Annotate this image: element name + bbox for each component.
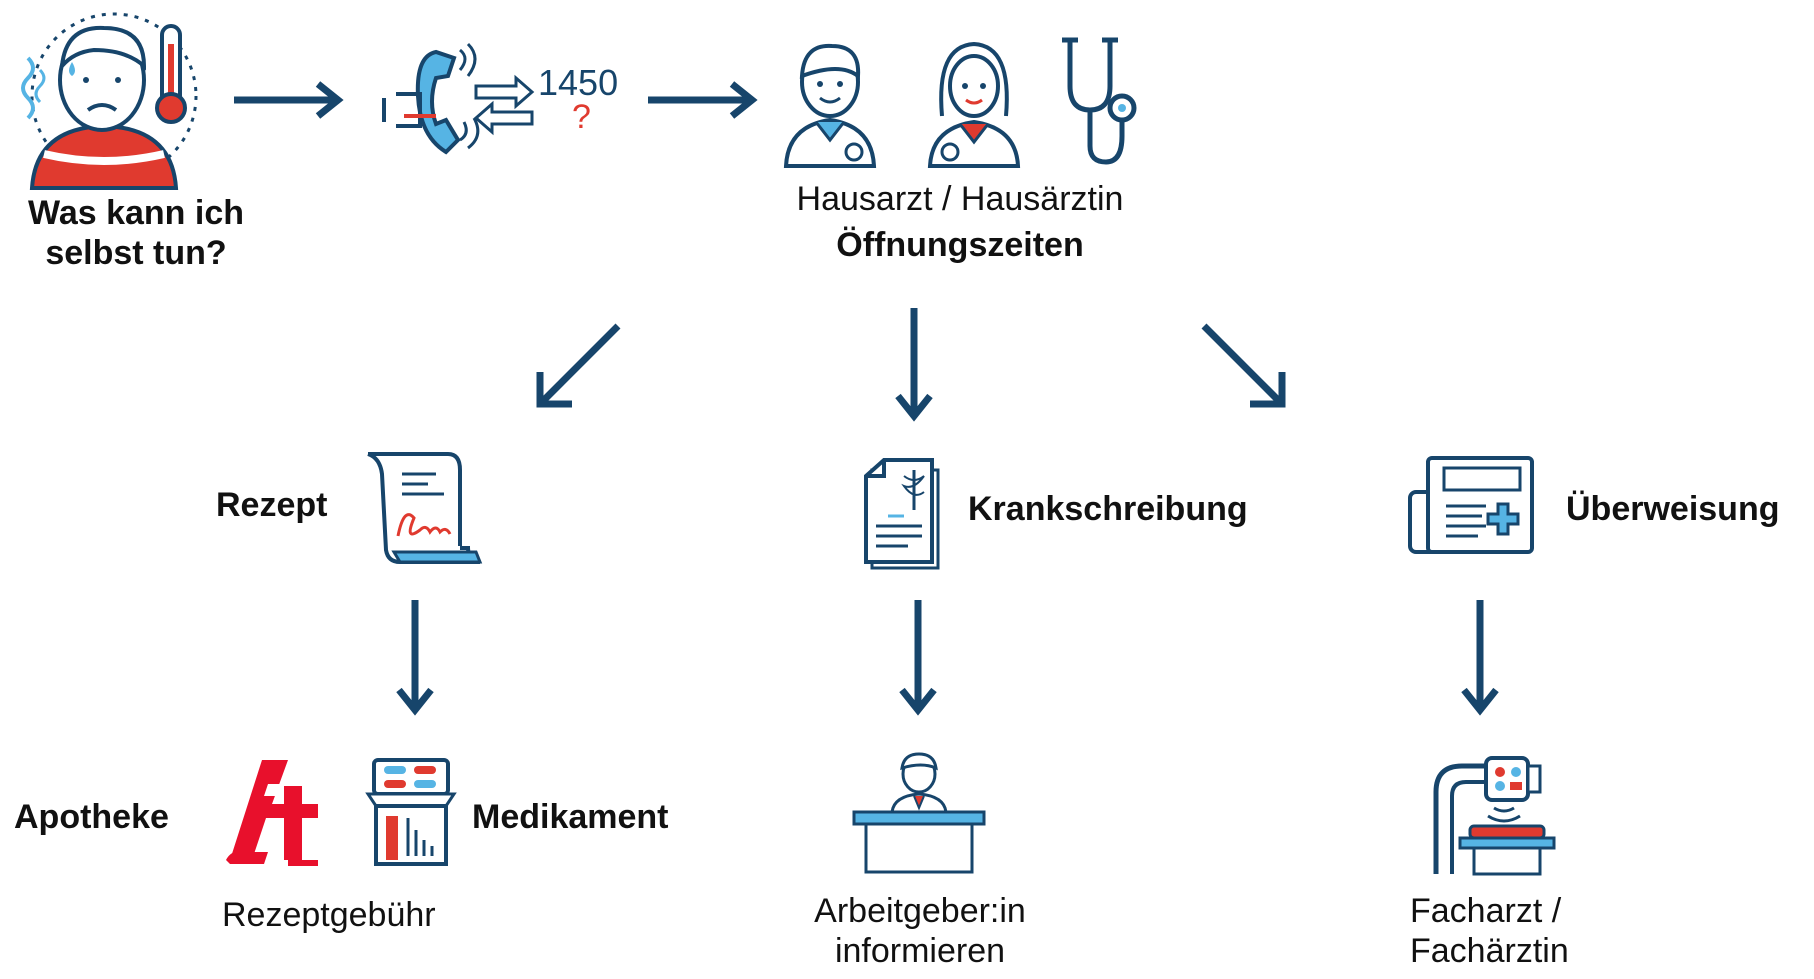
sick-note-label: Krankschreibung bbox=[968, 490, 1248, 528]
gp-opening-hours: Öffnungszeiten bbox=[836, 226, 1084, 264]
medical-certificate-icon bbox=[858, 456, 958, 574]
medical-scanner-icon bbox=[1430, 752, 1556, 878]
inform-employer-label: Arbeitgeber:in informieren bbox=[814, 892, 1026, 970]
stethoscope-icon bbox=[1060, 36, 1140, 168]
medicine-box-icon bbox=[364, 756, 458, 868]
pharmacy-label: Apotheke bbox=[14, 798, 169, 836]
prescription-scroll-icon bbox=[364, 450, 484, 568]
arrow-down-left bbox=[536, 323, 621, 408]
gp-label: Hausarzt / Hausärztin bbox=[796, 180, 1124, 218]
specialist-label: Facharzt / Fachärztin bbox=[1410, 892, 1569, 970]
medication-label: Medikament bbox=[472, 798, 669, 836]
sick-person-thermometer-icon bbox=[14, 8, 214, 190]
phone-call-icon bbox=[376, 36, 536, 166]
prescription-fee-label: Rezeptgebühr bbox=[222, 896, 436, 934]
referral-label: Überweisung bbox=[1566, 490, 1780, 528]
arrow-down-right bbox=[1201, 323, 1286, 408]
arrow-right-2 bbox=[648, 81, 758, 119]
pharmacy-logo-icon bbox=[222, 756, 322, 868]
arrow-down-prescription bbox=[396, 600, 434, 716]
arrow-down-sick-note bbox=[899, 600, 937, 716]
arrow-right-1 bbox=[234, 81, 344, 119]
male-doctor-icon bbox=[780, 36, 880, 168]
hotline-question-mark: ? bbox=[572, 98, 591, 136]
arrow-down-referral bbox=[1461, 600, 1499, 716]
female-doctor-icon bbox=[924, 36, 1024, 168]
self-help-title: Was kann ich selbst tun? bbox=[27, 194, 245, 272]
prescription-label: Rezept bbox=[216, 486, 328, 524]
arrow-down-center bbox=[895, 308, 933, 422]
employer-desk-icon bbox=[852, 752, 986, 876]
referral-document-icon bbox=[1406, 452, 1536, 556]
hotline-number: 1450 bbox=[538, 62, 619, 103]
